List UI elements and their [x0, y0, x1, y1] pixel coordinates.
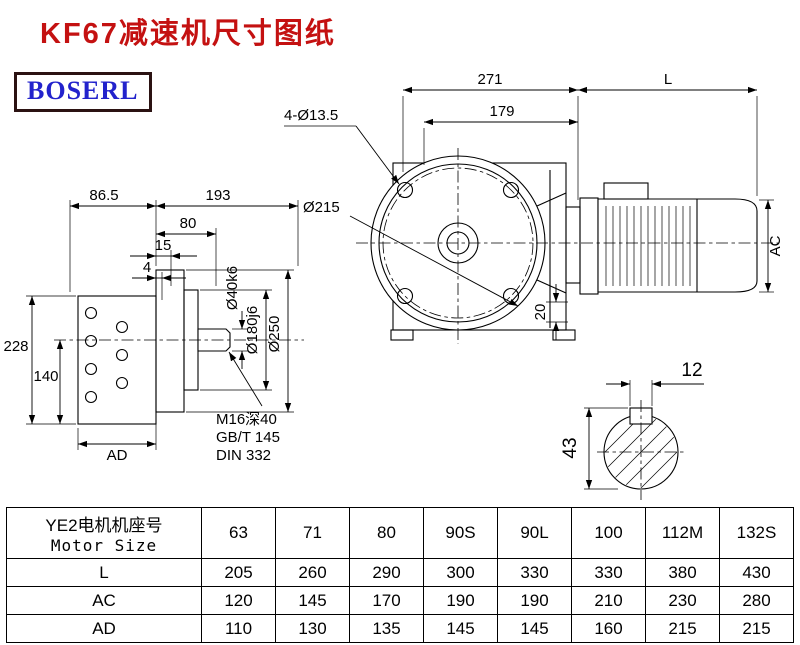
motor-terminal-box	[603, 182, 649, 200]
dim-4: 4	[143, 259, 151, 276]
table-cell: 290	[349, 558, 424, 587]
side-view-dimensions: 86.5 193 80 15 4 228 140 AD	[3, 187, 299, 464]
table-cell: 210	[571, 586, 646, 615]
table-cell: 280	[719, 586, 794, 615]
housing-bolt	[115, 348, 129, 362]
dim-spigot-diameter: Ø180j6	[244, 306, 261, 354]
dim-215-diameter: Ø215	[303, 199, 340, 216]
table-cell: 190	[497, 586, 572, 615]
housing-bolt	[84, 334, 98, 348]
flange-bolt-hole	[502, 181, 520, 199]
table-cell: 260	[275, 558, 350, 587]
dim-193: 193	[205, 187, 230, 204]
table-cell: 160	[571, 614, 646, 643]
motor-adapter	[565, 206, 581, 284]
dim-bolt-holes: 4-Ø13.5	[284, 107, 338, 124]
dim-ad: AD	[107, 447, 128, 464]
table-cell: 71	[275, 507, 350, 559]
table-cell: 330	[571, 558, 646, 587]
dim-motor-length: L	[664, 71, 672, 88]
note-din-standard: DIN 332	[216, 447, 271, 464]
boserl-logo: BOSERL	[14, 72, 152, 112]
housing-bolt	[115, 320, 129, 334]
table-cell: 190	[423, 586, 498, 615]
table-header-row: YE2电机机座号 Motor Size 63 71 80 90S 90L 100…	[6, 507, 794, 559]
table-row-L: L 205 260 290 300 330 330 380 430	[6, 558, 794, 587]
table-row-AD: AD 110 130 135 145 145 160 215 215	[6, 614, 794, 643]
table-cell: 145	[423, 614, 498, 643]
table-cell: 130	[275, 614, 350, 643]
page-title: KF67减速机尺寸图纸	[40, 18, 336, 50]
dim-80: 80	[180, 215, 197, 232]
table-cell: 132S	[719, 507, 794, 559]
gear-housing-side	[77, 295, 157, 425]
dim-140: 140	[33, 368, 58, 385]
dim-271: 271	[477, 71, 502, 88]
table-cell: 110	[201, 614, 276, 643]
table-cell: 145	[497, 614, 572, 643]
dim-shaft-diameter: Ø40k6	[224, 266, 241, 310]
table-cell: 112M	[645, 507, 720, 559]
motor-cooling-fins	[605, 206, 691, 286]
dim-15: 15	[155, 237, 172, 254]
front-view	[356, 148, 778, 344]
table-cell: 170	[349, 586, 424, 615]
housing-bolt	[84, 306, 98, 320]
mounting-foot	[552, 329, 576, 341]
header-cn: YE2电机机座号	[45, 516, 163, 535]
table-cell: 330	[497, 558, 572, 587]
table-row-AC: AC 120 145 170 190 190 210 230 280	[6, 586, 794, 615]
dim-20: 20	[532, 304, 549, 321]
table-cell: 145	[275, 586, 350, 615]
dim-86-5: 86.5	[89, 187, 118, 204]
table-cell: 205	[201, 558, 276, 587]
motor-size-header: YE2电机机座号 Motor Size	[6, 507, 202, 559]
dim-key-width: 12	[681, 360, 702, 381]
dim-228: 228	[3, 338, 28, 355]
table-cell: 80	[349, 507, 424, 559]
output-flange-side	[155, 269, 185, 413]
side-view	[54, 269, 304, 425]
table-cell: 430	[719, 558, 794, 587]
table-cell: 90S	[423, 507, 498, 559]
row-label: AC	[6, 586, 202, 615]
table-cell: 135	[349, 614, 424, 643]
shaft-section-view: 12 43	[560, 360, 704, 500]
table-cell: 120	[201, 586, 276, 615]
motor-size-table: YE2电机机座号 Motor Size 63 71 80 90S 90L 100…	[6, 507, 794, 643]
front-view-dimensions: 271 179 L 4-Ø13.5 Ø215 20 AC	[284, 71, 784, 340]
technical-drawing: 86.5 193 80 15 4 228 140 AD	[3, 71, 784, 500]
note-gb-standard: GB/T 145	[216, 429, 280, 446]
row-label: AD	[6, 614, 202, 643]
table-cell: 380	[645, 558, 720, 587]
table-cell: 230	[645, 586, 720, 615]
housing-bolt	[115, 376, 129, 390]
housing-bolt	[84, 362, 98, 376]
dim-motor-ac: AC	[767, 235, 784, 256]
note-thread: M16深40	[216, 411, 277, 428]
table-cell: 215	[645, 614, 720, 643]
table-cell: 90L	[497, 507, 572, 559]
flange-bolt-hole	[396, 181, 414, 199]
dim-shaft-height: 43	[560, 437, 581, 458]
dim-flange-diameter: Ø250	[266, 316, 283, 353]
row-label: L	[6, 558, 202, 587]
flange-bolt-hole	[396, 287, 414, 305]
mounting-foot	[390, 329, 414, 341]
dim-179: 179	[489, 103, 514, 120]
table-cell: 215	[719, 614, 794, 643]
motor-flange	[579, 197, 599, 295]
table-cell: 300	[423, 558, 498, 587]
motor-body	[597, 198, 758, 293]
table-cell: 63	[201, 507, 276, 559]
table-cell: 100	[571, 507, 646, 559]
header-en: Motor Size	[50, 536, 158, 555]
housing-bolt	[84, 390, 98, 404]
